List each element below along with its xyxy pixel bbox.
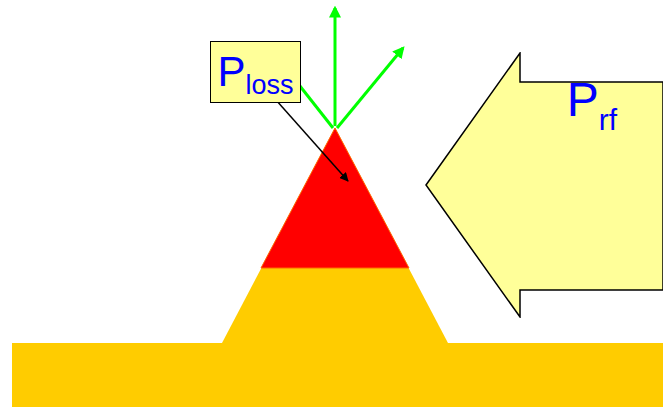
label-row: Prf	[525, 76, 659, 138]
emission-arrow	[337, 48, 403, 128]
leader-line	[276, 100, 348, 181]
subscript-text: rf	[599, 105, 617, 135]
label-row: Ploss	[211, 42, 300, 102]
subscript-text: loss	[246, 72, 294, 99]
symbol-text: P	[567, 76, 599, 124]
block-arrow-outline	[425, 52, 663, 318]
tip-cone	[222, 128, 448, 343]
label-box: Ploss	[210, 41, 301, 103]
block-arrow: Prf	[425, 52, 663, 318]
emission-arrow	[334, 8, 337, 126]
heated-tip	[261, 128, 409, 268]
base-plate	[12, 343, 663, 407]
block-arrow-outline	[426, 53, 663, 317]
symbol-text: P	[217, 51, 245, 93]
